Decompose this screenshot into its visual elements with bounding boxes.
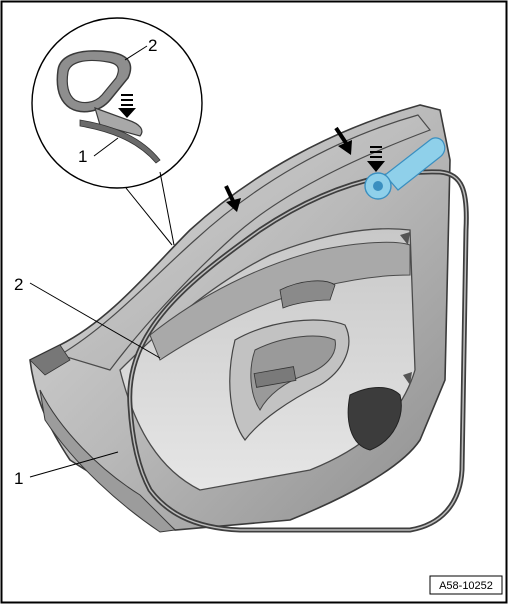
inner-handle bbox=[279, 280, 336, 309]
seal-lip bbox=[94, 107, 143, 137]
clip bbox=[403, 372, 412, 385]
leader-main-1 bbox=[29, 451, 119, 478]
callout-detail-1: 1 bbox=[78, 147, 87, 166]
reference-box bbox=[429, 575, 503, 595]
leader-detail-1 bbox=[93, 137, 119, 157]
door-assembly bbox=[29, 104, 451, 533]
detail-leader bbox=[159, 171, 175, 246]
clip bbox=[400, 232, 410, 245]
reference-code: A58-10252 bbox=[439, 580, 493, 592]
callout-main-2: 2 bbox=[14, 275, 23, 294]
window-frame bbox=[58, 114, 431, 371]
callout-detail-2: 2 bbox=[148, 36, 157, 55]
door-flange-profile bbox=[79, 119, 161, 164]
tool-handle bbox=[384, 137, 446, 191]
press-arrow-dashed bbox=[367, 146, 385, 172]
leader-detail-2 bbox=[124, 45, 148, 61]
arrow-indicator bbox=[224, 185, 241, 212]
front-edge bbox=[29, 344, 71, 376]
detail-leader bbox=[125, 187, 173, 246]
detail-circle bbox=[31, 17, 203, 189]
detail-magnifier bbox=[31, 17, 203, 246]
leader-main-2 bbox=[29, 282, 161, 359]
door-seal-highlight bbox=[129, 171, 468, 531]
callout-main-1: 1 bbox=[14, 469, 23, 488]
arrow-indicator bbox=[334, 126, 352, 155]
seal-profile-hollow bbox=[66, 59, 119, 104]
tool-roller-hub bbox=[373, 181, 383, 191]
seal-install-tool bbox=[364, 137, 446, 200]
switch-panel bbox=[253, 366, 297, 388]
trim-strip bbox=[149, 241, 411, 361]
speaker-grille bbox=[347, 387, 402, 451]
lower-flange bbox=[39, 389, 177, 533]
